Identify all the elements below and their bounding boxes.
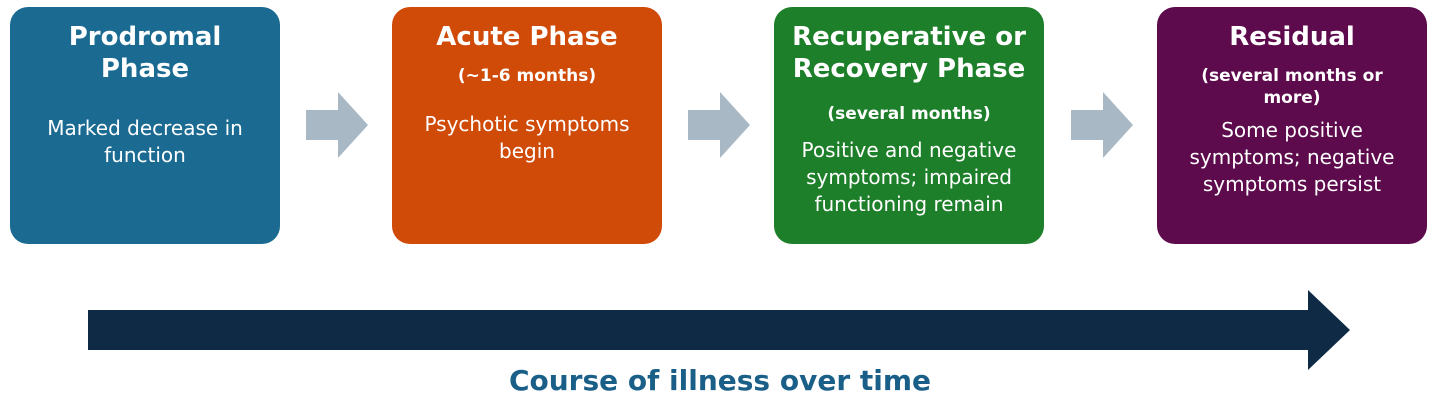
right-arrow-icon xyxy=(306,92,368,158)
right-arrow-icon xyxy=(1071,92,1133,158)
phase-description: Positive and negative symptoms; impaired… xyxy=(801,138,1017,216)
phase-title: Residual xyxy=(1229,22,1355,52)
phase-duration: (several months or more) xyxy=(1201,66,1383,108)
phase-title: Recuperative or Recovery Phase xyxy=(792,22,1026,84)
phase-duration: (~1-6 months) xyxy=(457,66,597,86)
phase-box-residual: Residual (several months or more) Some p… xyxy=(1157,7,1427,244)
phase-description: Some positive symptoms; negative symptom… xyxy=(1189,118,1395,196)
phase-description: Psychotic symptoms begin xyxy=(424,112,630,163)
right-arrow-icon xyxy=(688,92,750,158)
phase-box-prodromal: Prodromal Phase Marked decrease in funct… xyxy=(10,7,280,244)
phase-box-acute: Acute Phase (~1-6 months) Psychotic symp… xyxy=(392,7,662,244)
phase-title: Prodromal Phase xyxy=(68,22,222,84)
phase-title: Acute Phase xyxy=(436,22,618,52)
long-right-arrow-icon xyxy=(88,290,1350,370)
phase-description: Marked decrease in function xyxy=(47,116,243,167)
timeline-label: Course of illness over time xyxy=(508,364,932,397)
phase-duration: (several months) xyxy=(827,104,991,124)
phase-box-recovery: Recuperative or Recovery Phase (several … xyxy=(774,7,1044,244)
